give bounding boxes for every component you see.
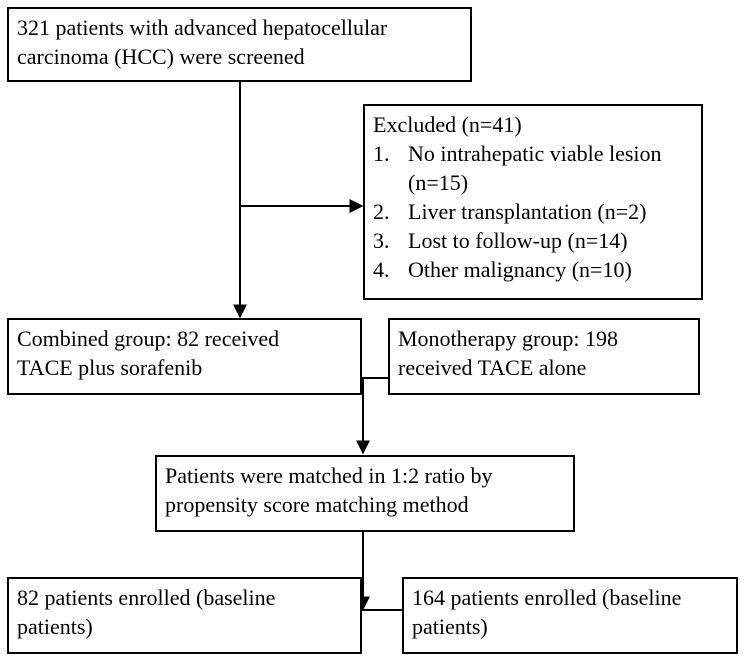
combined-line-2: TACE plus sorafenib bbox=[17, 355, 203, 380]
combined-line-1: Combined group: 82 received bbox=[17, 326, 280, 351]
screened-box: 321 patients with advanced hepatocellula… bbox=[7, 7, 472, 82]
excluded-box: Excluded (n=41) 1. No intrahepatic viabl… bbox=[363, 104, 703, 300]
monotherapy-group-box: Monotherapy group: 198 received TACE alo… bbox=[388, 318, 700, 395]
combined-group-box: Combined group: 82 received TACE plus so… bbox=[7, 318, 362, 395]
matched-box: Patients were matched in 1:2 ratio by pr… bbox=[155, 455, 575, 532]
enrolled-left-line-2: patients) bbox=[17, 614, 93, 639]
excluded-item-label: (n=15) bbox=[408, 170, 469, 195]
excluded-item-number: 3. bbox=[373, 228, 390, 253]
enrolled-right-line-2: patients) bbox=[412, 614, 488, 639]
excluded-item: 1. No intrahepatic viable lesion (n=15) bbox=[373, 139, 693, 197]
excluded-item-label: Other malignancy (n=10) bbox=[408, 257, 632, 282]
screened-line-2: carcinoma (HCC) were screened bbox=[17, 44, 305, 69]
enrolled-left-box: 82 patients enrolled (baseline patients) bbox=[7, 577, 362, 654]
matched-line-2: propensity score matching method bbox=[165, 492, 469, 517]
screened-line-1: 321 patients with advanced hepatocellula… bbox=[17, 15, 388, 40]
excluded-item-number: 4. bbox=[373, 257, 390, 282]
excluded-item-label: Liver transplantation (n=2) bbox=[408, 199, 647, 224]
excluded-item-label: No intrahepatic viable lesion bbox=[408, 141, 662, 166]
excluded-item: 2. Liver transplantation (n=2) bbox=[373, 197, 693, 226]
excluded-item-number: 2. bbox=[373, 199, 390, 224]
matched-line-1: Patients were matched in 1:2 ratio by bbox=[165, 463, 493, 488]
enrolled-right-line-1: 164 patients enrolled (baseline bbox=[412, 585, 682, 610]
excluded-item-number: 1. bbox=[373, 141, 390, 166]
excluded-item: 3. Lost to follow-up (n=14) bbox=[373, 226, 693, 255]
monotherapy-line-1: Monotherapy group: 198 bbox=[398, 326, 618, 351]
monotherapy-line-2: received TACE alone bbox=[398, 355, 587, 380]
enrolled-right-box: 164 patients enrolled (baseline patients… bbox=[402, 577, 738, 654]
excluded-item-label: Lost to follow-up (n=14) bbox=[408, 228, 628, 253]
excluded-title: Excluded (n=41) bbox=[373, 112, 522, 137]
excluded-item: 4. Other malignancy (n=10) bbox=[373, 255, 693, 284]
enrolled-left-line-1: 82 patients enrolled (baseline bbox=[17, 585, 276, 610]
